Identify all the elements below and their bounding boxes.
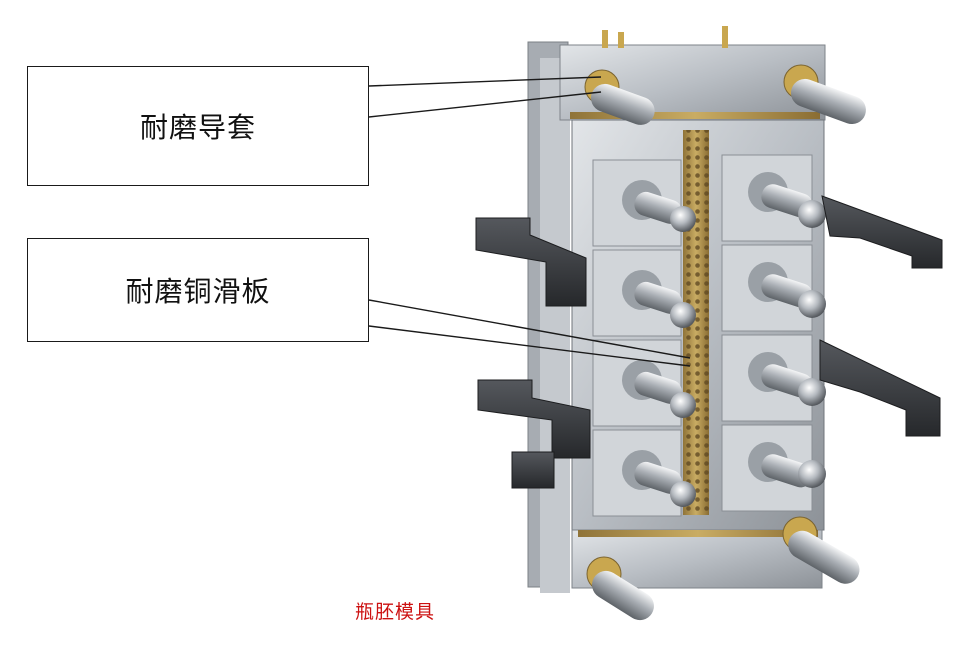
left-brackets bbox=[475, 217, 591, 489]
bottom-bronze-strip bbox=[578, 530, 818, 537]
callout-label-wear-copper-slide-plate: 耐磨铜滑板 bbox=[125, 275, 271, 308]
side-plate-face bbox=[540, 58, 570, 593]
leader-line-guide-bush-top bbox=[368, 76, 602, 87]
guide-pillars bbox=[584, 64, 866, 621]
callout-box-wear-guide-bush: 耐磨导套 bbox=[27, 66, 369, 186]
fitting bbox=[722, 26, 728, 48]
figure-caption: 瓶胚模具 bbox=[355, 601, 436, 623]
leader-line-guide-bush-bottom bbox=[368, 91, 602, 118]
leader-line-slide-plate-bottom bbox=[368, 325, 691, 367]
leader-lines bbox=[368, 76, 691, 367]
fitting bbox=[602, 30, 608, 48]
top-bronze-strip bbox=[570, 112, 820, 119]
leader-line-slide-plate-top bbox=[368, 299, 691, 359]
core-pins-right bbox=[748, 172, 826, 488]
callout-label-wear-guide-bush: 耐磨导套 bbox=[139, 111, 256, 144]
core-pins-left bbox=[622, 180, 696, 507]
callout-box-wear-copper-slide-plate: 耐磨铜滑板 bbox=[27, 238, 369, 342]
fitting bbox=[618, 32, 624, 48]
right-brackets bbox=[819, 195, 943, 437]
